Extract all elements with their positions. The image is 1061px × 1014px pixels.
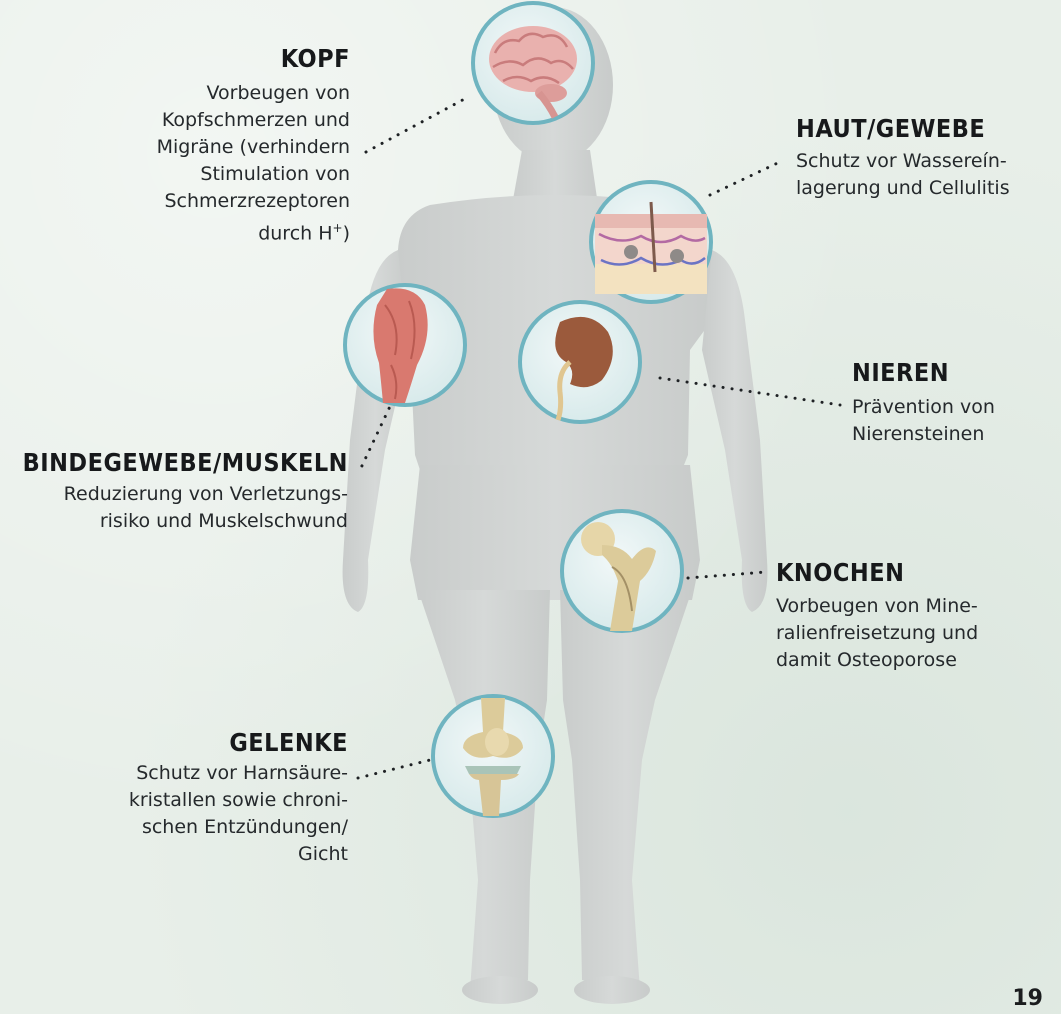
muscle-icon xyxy=(345,285,465,405)
human-body-silhouette xyxy=(343,7,768,1004)
text-gelenke: Schutz vor Harnsäure- kristallen sowie c… xyxy=(68,760,348,868)
text-kopf-closing: ) xyxy=(343,222,350,244)
text-knochen: Vorbeugen von Mine- ralienfreisetzung un… xyxy=(776,593,1056,674)
connector-haut xyxy=(710,160,784,195)
connector-gelenke xyxy=(358,758,438,778)
kidney-icon xyxy=(520,302,640,422)
text-haut: Schutz vor Wassereín- lagerung und Cellu… xyxy=(796,148,1061,202)
text-kopf-superscript: + xyxy=(333,221,343,235)
heading-gelenke: GELENKE xyxy=(229,730,348,755)
brain-icon xyxy=(473,3,593,123)
heading-nieren: NIEREN xyxy=(852,360,949,385)
text-bindegewebe: Reduzierung von Verletzungs- risiko und … xyxy=(3,481,348,535)
skin-tissue-icon xyxy=(591,182,711,302)
femur-bone-icon xyxy=(562,511,682,631)
knee-joint-icon xyxy=(433,696,553,816)
heading-haut: HAUT/GEWEBE xyxy=(796,116,985,141)
connector-kopf xyxy=(366,96,470,152)
heading-knochen: KNOCHEN xyxy=(776,560,904,585)
page-number: 19 xyxy=(1012,986,1043,1011)
heading-kopf: KOPF xyxy=(281,46,350,71)
text-nieren: Prävention von Nierensteinen xyxy=(852,394,1052,448)
text-kopf: Vorbeugen von Kopfschmerzen und Migräne … xyxy=(90,80,350,247)
text-kopf-body: Vorbeugen von Kopfschmerzen und Migräne … xyxy=(157,82,350,244)
heading-bindegewebe: BINDEGEWEBE/MUSKELN xyxy=(23,450,348,475)
